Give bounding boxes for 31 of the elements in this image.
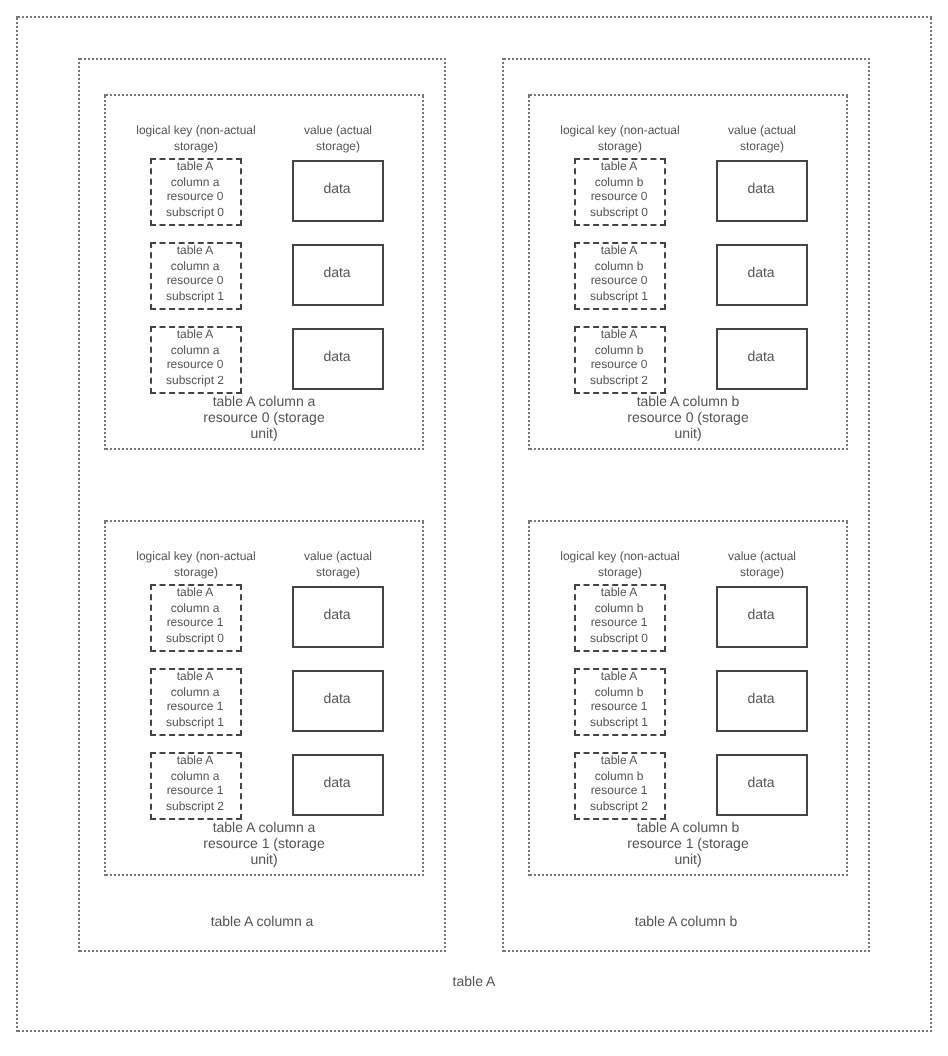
data-box [292, 244, 384, 306]
logical-key-box [574, 242, 666, 310]
data-box [292, 160, 384, 222]
logical-key-box [574, 326, 666, 394]
logical-key-box [150, 326, 242, 394]
data-box [716, 586, 808, 648]
storage-unit-box [528, 94, 848, 450]
logical-key-box [150, 242, 242, 310]
data-box [716, 328, 808, 390]
data-box [292, 586, 384, 648]
column-container [502, 58, 870, 952]
storage-unit-box [528, 520, 848, 876]
storage-unit-box [104, 520, 424, 876]
data-box [292, 328, 384, 390]
logical-key-box [574, 668, 666, 736]
data-box [716, 670, 808, 732]
table-container [16, 16, 932, 1032]
data-box [716, 244, 808, 306]
logical-key-box [574, 158, 666, 226]
data-box [292, 670, 384, 732]
logical-key-box [150, 752, 242, 820]
logical-key-box [150, 158, 242, 226]
logical-key-box [150, 668, 242, 736]
logical-key-box [574, 584, 666, 652]
column-container [78, 58, 446, 952]
data-box [716, 754, 808, 816]
storage-unit-box [104, 94, 424, 450]
logical-key-box [574, 752, 666, 820]
data-box [292, 754, 384, 816]
data-box [716, 160, 808, 222]
logical-key-box [150, 584, 242, 652]
